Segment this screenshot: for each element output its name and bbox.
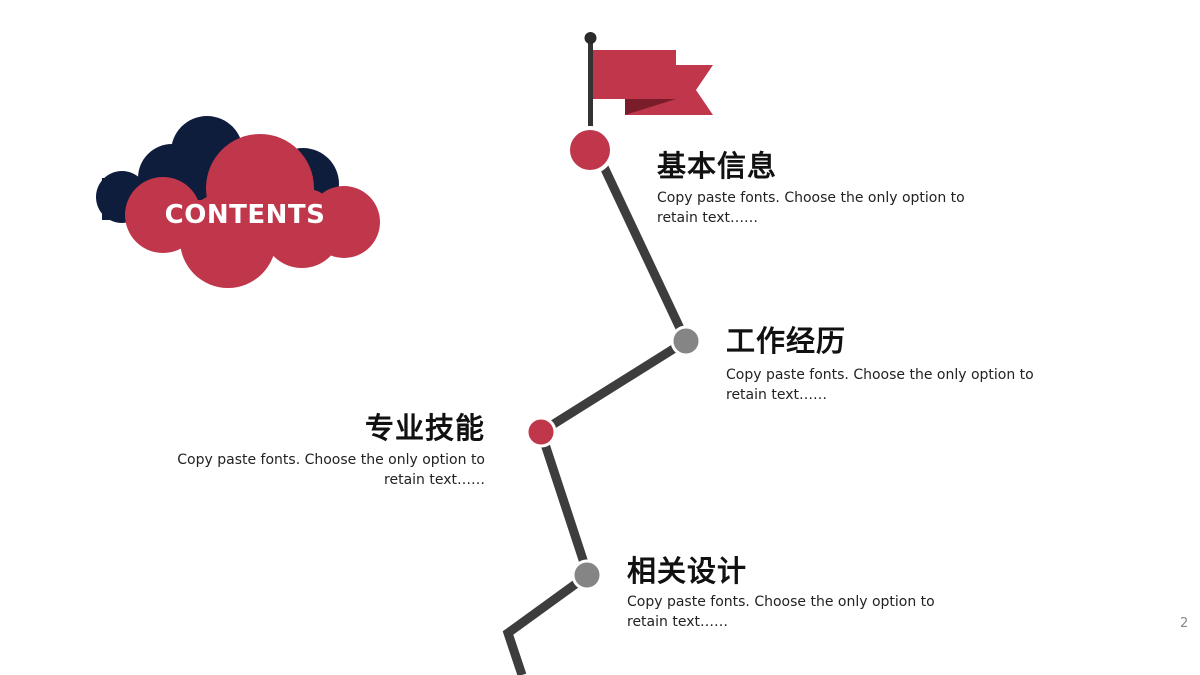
section-title-3: 专业技能 (364, 411, 485, 445)
timeline-node-1 (566, 126, 614, 174)
section-desc-2: Copy paste fonts. Choose the only option… (726, 367, 1034, 403)
section-desc-3: Copy paste fonts. Choose the only option… (177, 452, 485, 488)
page-number: 2 (1180, 616, 1189, 631)
cloud-graphic (96, 116, 380, 288)
timeline-path (502, 148, 692, 675)
section-desc-1: Copy paste fonts. Choose the only option… (657, 190, 965, 226)
timeline-node-4 (571, 559, 603, 591)
timeline-node-3 (525, 416, 557, 448)
contents-label: CONTENTS (164, 200, 326, 230)
section-title-4: 相关设计 (627, 554, 748, 588)
timeline-node-2 (670, 325, 702, 357)
flag-graphic (584, 32, 713, 130)
section-desc-4: Copy paste fonts. Choose the only option… (627, 594, 935, 630)
section-title-2: 工作经历 (726, 324, 847, 358)
section-title-1: 基本信息 (657, 149, 778, 183)
